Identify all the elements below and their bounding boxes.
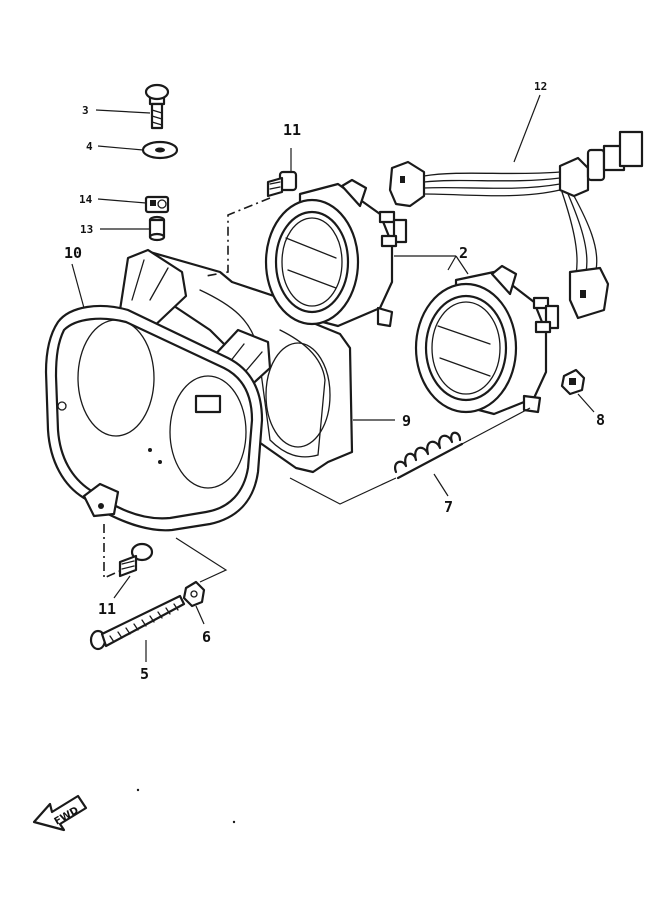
speck [136,788,140,792]
leader-3 [95,109,151,114]
part-10-housing [44,248,272,532]
leader-10 [71,263,85,309]
callout-5: 5 [140,665,149,683]
callout-11-upper: 11 [283,121,301,139]
centerline-upper [205,197,271,277]
forward-arrow-icon: FWD [32,794,88,832]
part-4-washer [141,140,179,160]
leader-14 [97,198,147,204]
speck [232,820,236,824]
part-13-collar [148,215,166,242]
ref-line-bottom [175,537,228,583]
callout-7: 7 [444,498,453,516]
callout-8: 8 [596,411,605,429]
leader-7 [433,473,449,497]
leader-6 [195,605,205,625]
part-6-nut [182,580,206,608]
callout-6: 6 [202,628,211,646]
callout-12: 12 [534,80,547,93]
callout-13: 13 [80,223,93,236]
callout-14: 14 [79,193,93,206]
callout-11-lower: 11 [98,600,116,618]
part-12-wire-harness [388,130,644,320]
callout-4: 4 [86,140,93,153]
part-8-nut [560,368,586,396]
part-14-nut [144,195,170,214]
part-5-long-bolt [89,594,186,651]
callout-3: 3 [82,104,89,117]
part-11-upper-screw [266,170,298,198]
leader-4 [97,145,144,151]
leader-12 [513,94,541,163]
callout-10: 10 [64,244,82,262]
part-2-headlight-upper [264,178,408,328]
leader-8 [577,393,595,413]
callout-2: 2 [459,244,468,262]
ref-line-spring-left [289,477,397,505]
part-7-spring [394,431,464,480]
callout-9: 9 [402,412,411,430]
part-3-bolt [144,83,170,130]
ref-line-spring-right [461,407,531,445]
leader-11-lower [113,575,131,599]
leader-2 [394,255,469,275]
part-2-headlight-lower [414,264,560,416]
part-11-lower-screw [118,542,154,578]
